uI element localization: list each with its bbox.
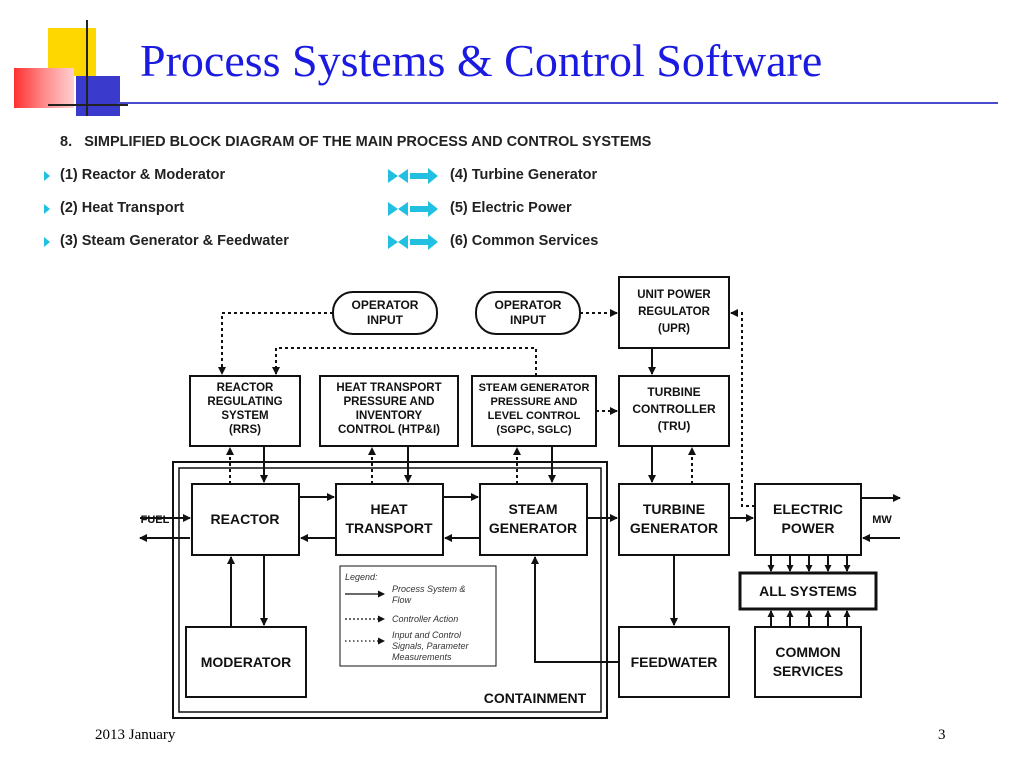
containment-label: CONTAINMENT: [484, 690, 587, 706]
heading-text: SIMPLIFIED BLOCK DIAGRAM OF THE MAIN PRO…: [84, 134, 652, 150]
containment-inner: [178, 467, 602, 713]
deco-horizontal-line: [48, 104, 128, 106]
system-item-6: (6) Common Services: [450, 233, 599, 249]
moderator-label: MODERATOR: [201, 654, 291, 670]
heat-transport-box: [335, 483, 444, 556]
fw-to-sg-arrow: [531, 556, 619, 663]
cyan-arrow-icon: [388, 201, 438, 217]
upr-box: [618, 276, 730, 349]
slide-title: Process Systems & Control Software: [140, 35, 823, 86]
legend-controller-label: Controller Action: [392, 614, 458, 624]
tru-box: [618, 375, 730, 447]
fuel-label: FUEL: [141, 514, 170, 526]
feedwater-label: FEEDWATER: [631, 654, 718, 670]
legend-process-label: Process System &Flow: [392, 584, 466, 605]
system-item-5: (5) Electric Power: [450, 200, 572, 216]
common-services-box: [754, 626, 862, 698]
deco-vertical-line: [86, 20, 88, 116]
heading-number: 8.: [60, 134, 73, 150]
title-underline: [118, 102, 998, 104]
all-systems-label: ALL SYSTEMS: [759, 583, 857, 599]
system-item-3: (3) Steam Generator & Feedwater: [60, 233, 289, 249]
cyan-arrow-icon: [388, 168, 438, 184]
op-left-to-rrs-signal: [218, 312, 333, 375]
mw-label: MW: [872, 514, 892, 526]
containment-outer: [172, 461, 608, 719]
cyan-arrow-icon: [388, 234, 438, 250]
all-systems-box: [738, 571, 878, 611]
deco-red-square: [14, 68, 74, 108]
system-item-1: (1) Reactor & Moderator: [60, 167, 226, 183]
ep-to-upr-signal: [730, 309, 755, 507]
htpi-box: [319, 375, 459, 447]
legend-title: Legend:: [345, 572, 378, 582]
page-number: 3: [938, 727, 946, 743]
reactor-box: [191, 483, 300, 556]
bullet-icon: [44, 237, 50, 247]
moderator-box: [185, 626, 307, 698]
system-item-2: (2) Heat Transport: [60, 200, 185, 216]
diagram-heading: 8. SIMPLIFIED BLOCK DIAGRAM OF THE MAIN …: [60, 134, 651, 150]
steam-generator-box: [479, 483, 588, 556]
reactor-label: REACTOR: [211, 511, 280, 527]
bullet-icon: [44, 171, 50, 181]
rrs-box: [189, 375, 301, 447]
bullet-icon: [44, 204, 50, 214]
sg-signal-to-rrs: [272, 347, 537, 376]
deco-blue-square: [76, 76, 120, 116]
system-item-4: (4) Turbine Generator: [450, 167, 598, 183]
footer-date: 2013 January: [95, 727, 176, 743]
legend-box: [339, 565, 497, 667]
